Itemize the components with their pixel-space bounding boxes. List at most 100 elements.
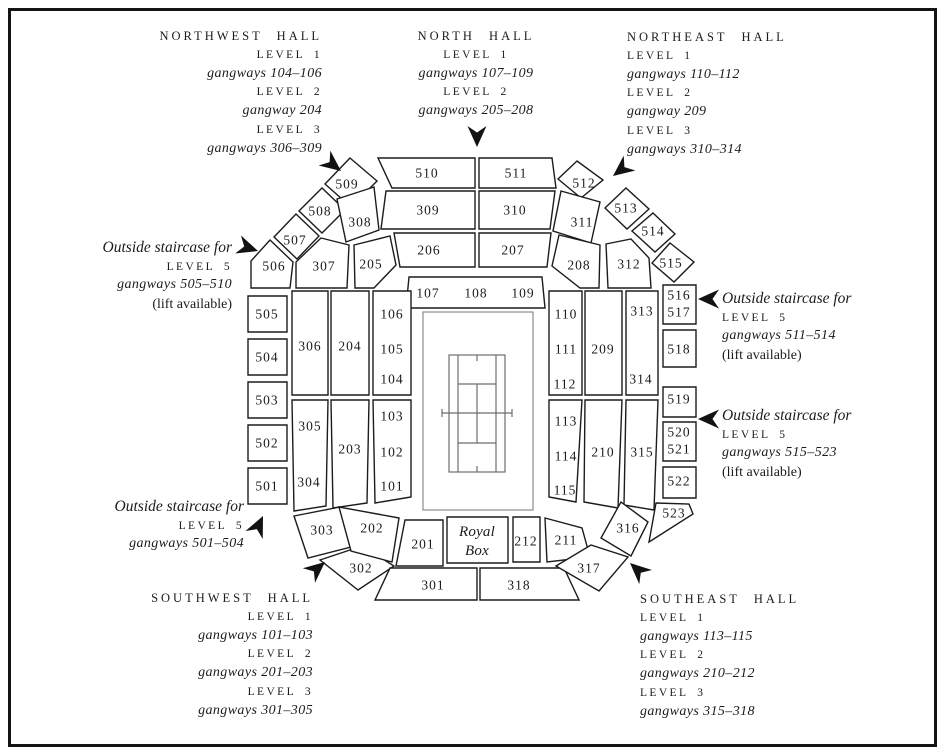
section-316 [600,500,649,557]
section-206 [393,232,476,268]
northeast-hall-title: NORTHEAST HALL [627,30,787,44]
section-label-504: 504 [255,350,278,365]
southwest-hall-level: LEVEL 2 [247,648,313,661]
northeast-hall-gangways: gangways 110–112 [627,66,740,82]
section-label-522: 522 [667,474,690,489]
section-503 [247,381,288,419]
section-label-box: Box [465,543,489,559]
section-519 [662,386,697,418]
section-label-311: 311 [571,215,594,230]
section-label-304: 304 [297,475,320,490]
southeast-hall-gangways: gangways 210–212 [640,666,755,682]
section-label-205: 205 [359,257,382,272]
section-label-royal: Royal [458,524,495,540]
section-label-107: 107 [416,286,439,301]
east-staircase-lower-level: LEVEL 5 [722,428,788,441]
northeast-hall-level: LEVEL 1 [627,49,693,62]
section-205 [353,235,397,289]
north-hall-gangways: gangways 107–109 [418,65,534,81]
section-label-508: 508 [308,204,331,219]
northwest-hall-arrow-icon [318,150,341,171]
section-label-113: 113 [555,414,578,429]
northwest-hall-title: NORTHWEST HALL [159,29,322,43]
section-label-302: 302 [349,561,372,576]
section-201 [395,519,444,567]
southwest-hall-level: LEVEL 3 [247,685,313,698]
east-staircase-lower-gangways: gangways 515–523 [722,445,837,461]
section-label-511: 511 [505,166,528,181]
northwest-hall-gangways: gangways 306–309 [207,140,322,156]
section-label-506: 506 [262,259,285,274]
section-label-312: 312 [617,257,640,272]
east-staircase-lower-note: (lift available) [722,465,802,481]
southeast-hall-arrow-icon [630,563,652,585]
section-label-103: 103 [380,409,403,424]
section-label-106: 106 [380,307,403,322]
section-520-521 [662,421,697,462]
section-label-512: 512 [572,176,595,191]
west-staircase-arrow-icon [235,235,258,254]
section-label-104: 104 [380,372,403,387]
section-label-208: 208 [567,258,590,273]
section-label-115: 115 [554,483,577,498]
northwest-hall-level: LEVEL 2 [256,86,322,99]
section-516-517 [662,284,697,325]
section-514 [630,212,677,253]
section-505 [247,295,288,333]
section-label-318: 318 [507,578,530,593]
southeast-hall-level: LEVEL 3 [640,686,706,699]
section-203 [330,399,370,509]
northeast-hall-gangways: gangways 310–314 [627,141,742,157]
southwest-staircase-staircase: Outside staircase for [114,498,244,515]
section-royal-box [446,516,509,564]
section-label-519: 519 [667,392,690,407]
section-label-523: 523 [662,506,685,521]
west-staircase-staircase: Outside staircase for [102,239,232,256]
north-hall-gangways: gangways 205–208 [418,103,534,119]
section-label-105: 105 [380,342,403,357]
section-label-110: 110 [555,307,578,322]
west-staircase-level: LEVEL 5 [166,260,232,273]
east-staircase-upper-level: LEVEL 5 [722,311,788,324]
section-309 [380,190,476,230]
southwest-hall-gangways: gangways 301–305 [198,702,313,718]
section-307 [295,237,350,289]
northwest-hall-gangways: gangway 204 [242,103,322,119]
section-312 [605,238,652,289]
section-318 [479,567,581,601]
section-315 [623,399,659,511]
southwest-hall-gangways: gangways 201–203 [198,665,313,681]
section-label-305: 305 [298,419,321,434]
section-label-516: 516 [667,288,690,303]
northeast-hall-arrow-icon [613,155,636,176]
section-208 [551,234,601,289]
southeast-hall-gangways: gangways 113–115 [640,628,753,644]
southwest-hall-arrow-icon [302,562,325,583]
section-label-108: 108 [464,286,487,301]
southwest-staircase-arrow-icon [245,516,263,540]
section-label-211: 211 [555,533,578,548]
north-hall-title: NORTH HALL [417,29,535,43]
section-label-514: 514 [641,224,664,239]
section-518 [662,329,697,368]
east-staircase-upper-staircase: Outside staircase for [722,290,852,307]
west-staircase-note: (lift available) [152,297,232,313]
section-label-310: 310 [503,203,526,218]
section-103-102-101 [372,399,412,504]
section-label-209: 209 [591,342,614,357]
section-label-513: 513 [614,201,637,216]
section-label-114: 114 [555,449,578,464]
section-110-111-112 [548,290,583,396]
north-hall-level: LEVEL 2 [443,86,509,99]
northwest-hall-level: LEVEL 3 [256,123,322,136]
section-label-315: 315 [630,445,653,460]
section-label-207: 207 [501,243,524,258]
